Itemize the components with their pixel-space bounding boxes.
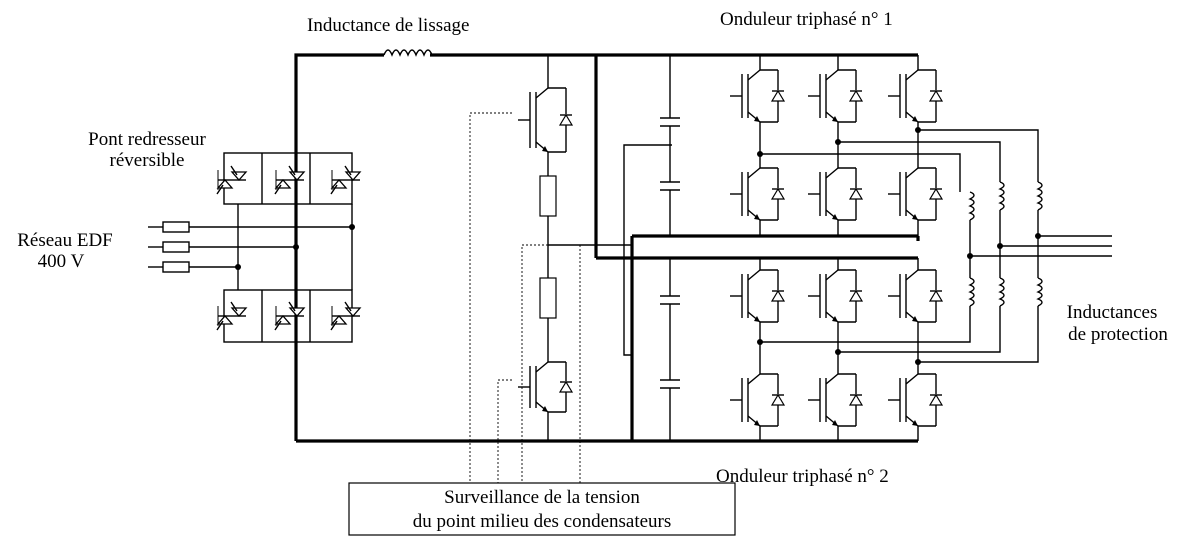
brake-igbts [518,80,574,420]
protection-inductors-label-line2: de protection [1068,324,1168,345]
inverter-igbts [730,55,944,441]
monitoring-label-line1: Surveillance de la tension [444,487,640,508]
igbt [888,160,944,228]
inverter-2-label: Onduleur triphasé n° 2 [716,466,889,487]
monitoring-box [348,482,736,536]
grid-inputs [148,221,355,273]
inverter-output-wiring [757,127,1112,365]
igbt [518,80,574,160]
thyristor-pair [274,165,306,195]
protection-inductors [968,181,1043,307]
inverter-1-label: Onduleur triphasé n° 1 [720,9,893,30]
igbt [808,62,864,130]
dc-capacitors [660,55,680,441]
thyristor-pair [330,301,362,331]
thyristor-pair [274,301,306,331]
igbt [518,354,574,420]
midpoint-leg [539,55,672,441]
igbt [730,62,786,130]
igbt [888,262,944,330]
thyristor-pair [216,165,248,195]
protection-inductors-label-line1: Inductances [1067,302,1158,323]
dc-bus [294,53,920,443]
grid-label-line2: 400 V [38,251,85,272]
igbt [730,262,786,330]
thyristor-pair [330,165,362,195]
smoothing-inductor [383,49,433,57]
igbt [808,262,864,330]
igbt [888,62,944,130]
igbt [808,366,864,434]
reversible-rectifier-bridge [223,133,353,380]
igbt [808,160,864,228]
smoothing-inductor-label: Inductance de lissage [307,15,469,36]
thyristor-pair [216,301,248,331]
monitoring-label-line2: du point milieu des condensateurs [413,511,672,532]
igbt [730,160,786,228]
monitoring-sense-lines [469,112,581,483]
rectifier-label-line1: Pont redresseur [88,129,206,150]
thyristor-pairs [216,165,362,331]
rectifier-label-line2: réversible [110,150,185,171]
grid-label-line1: Réseau EDF [17,230,113,251]
igbt [888,366,944,434]
igbt [730,366,786,434]
